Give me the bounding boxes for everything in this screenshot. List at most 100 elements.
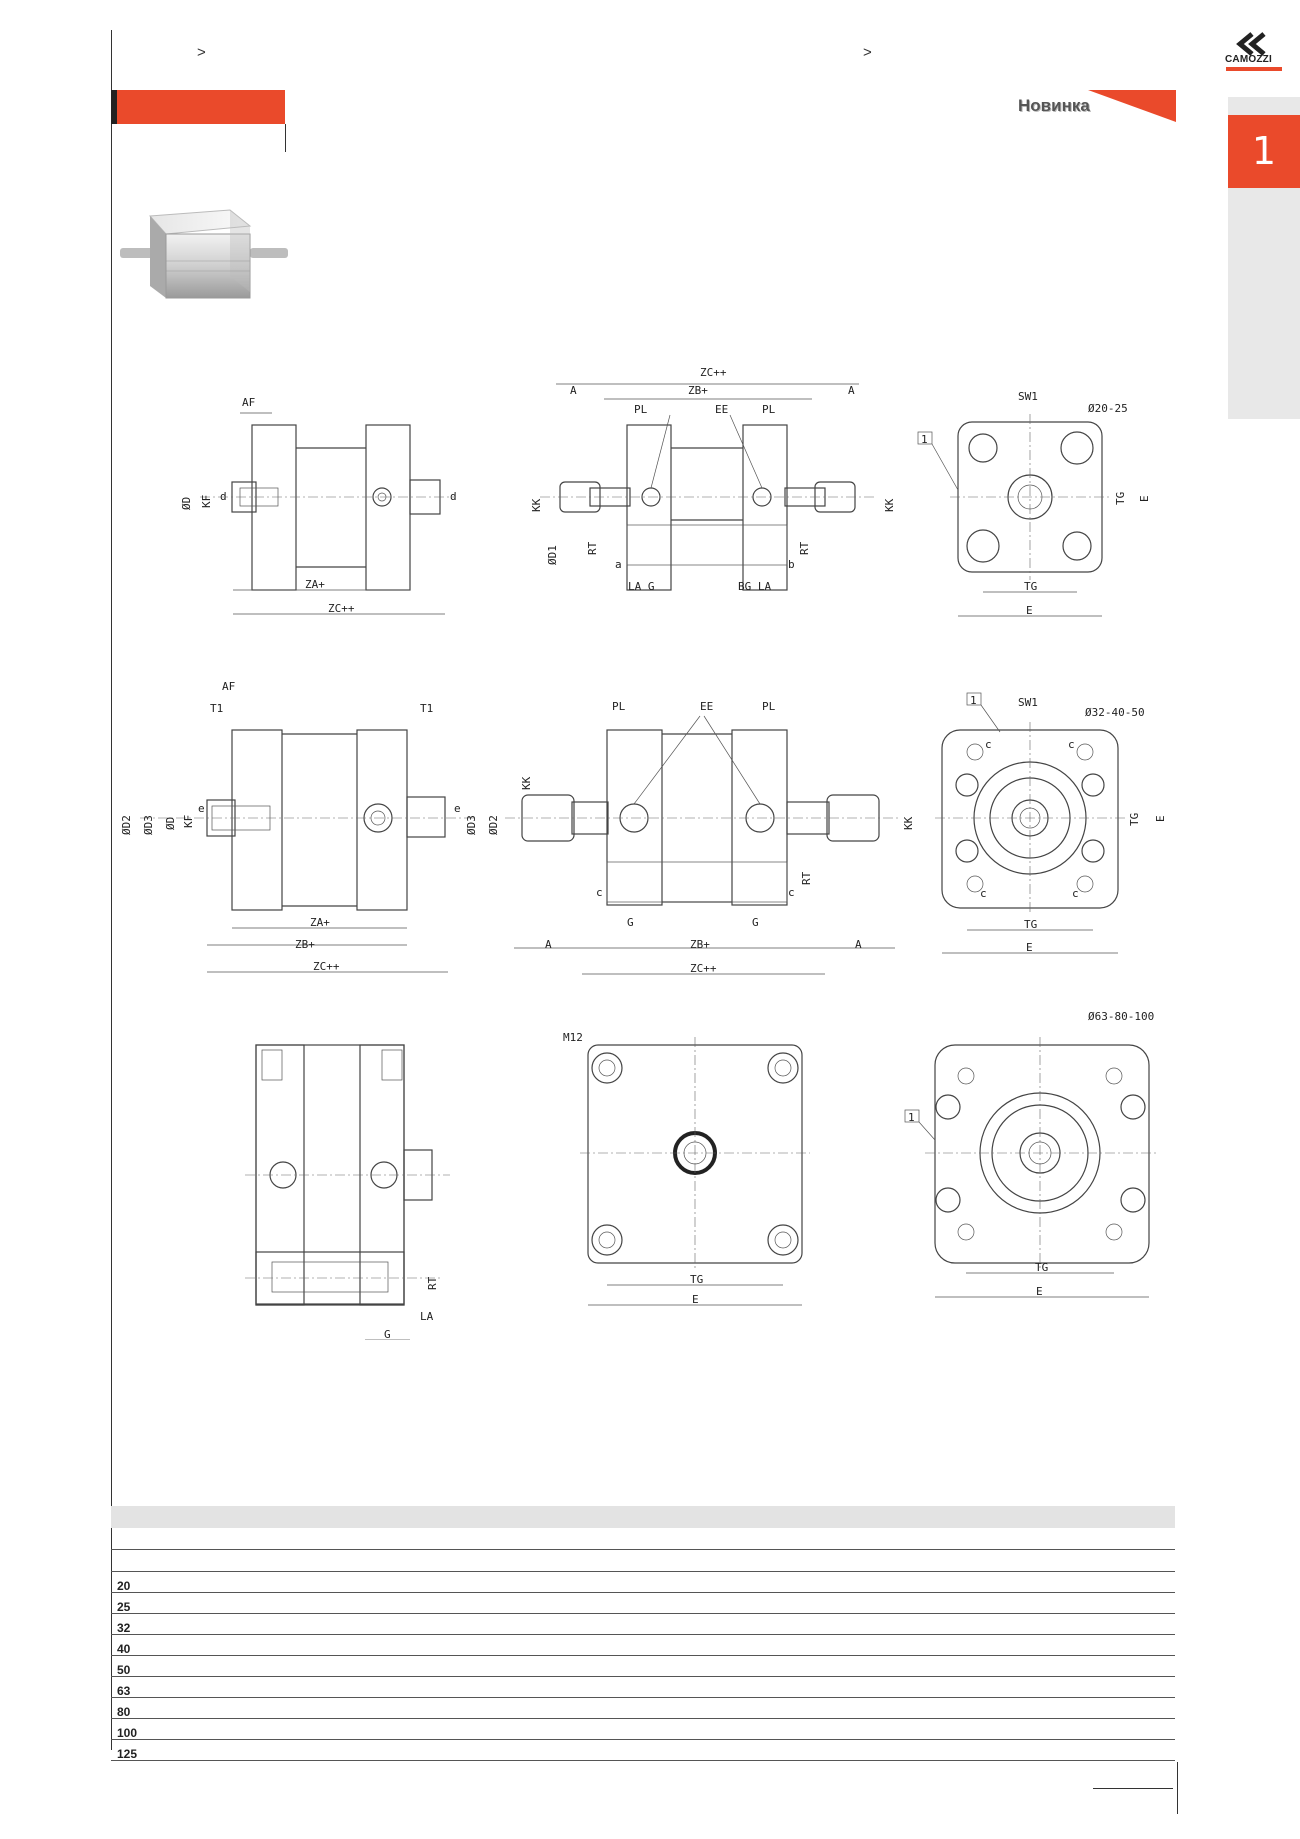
label-d-small-right: d: [450, 490, 457, 503]
label-rt-row2: RT: [800, 871, 813, 885]
label-m12: M12: [563, 1031, 583, 1044]
label-sw1-row2: SW1: [1018, 696, 1038, 709]
table-header-row: [111, 1528, 1175, 1550]
header-divider-line: [285, 124, 286, 152]
label-c-tl: c: [985, 738, 992, 751]
label-kk-left: KK: [530, 498, 543, 512]
callout-1-row2: 1: [970, 694, 977, 707]
label-zc-row2: ZC++: [313, 960, 340, 973]
label-e-row3-end: E: [1036, 1285, 1043, 1298]
technical-drawings: AF ZA+ ZC++ d d ØD KF ZC++ ZB+ A A PL EE…: [120, 366, 1167, 1340]
label-pl-left: PL: [634, 403, 648, 416]
table-row: 100: [111, 1719, 1175, 1740]
label-d3-left: ØD3: [142, 815, 155, 835]
label-b-small: b: [788, 558, 795, 571]
label-kk-left-row2: KK: [520, 776, 533, 790]
label-a-right-row2: A: [855, 938, 862, 951]
label-d2-right: ØD2: [487, 815, 500, 835]
label-sw1-top: SW1: [1018, 390, 1038, 403]
label-pl-right-row2: PL: [762, 700, 776, 713]
section-title-bar: [111, 90, 285, 124]
left-margin-line: [111, 30, 112, 1750]
label-t1-left: T1: [210, 702, 223, 715]
drawing-end-view-63-100: Ø63-80-100 1 TG E: [904, 1010, 1158, 1298]
brand-underline: [1226, 67, 1282, 71]
label-zb-row2: ZB+: [295, 938, 315, 951]
drawing-side-view-20-25: AF ZA+ ZC++ d d ØD KF: [180, 396, 457, 615]
label-d1: ØD1: [546, 545, 559, 565]
label-a-small: a: [615, 558, 622, 571]
label-g-row3: G: [384, 1328, 391, 1340]
label-pl-right: PL: [762, 403, 776, 416]
label-a-left-row2: A: [545, 938, 552, 951]
label-d-row2: ØD: [164, 817, 177, 830]
label-tg-vertical: TG: [1114, 492, 1127, 505]
label-la-g: LA G: [628, 580, 655, 593]
label-ee: EE: [715, 403, 728, 416]
label-rt-right: RT: [798, 541, 811, 555]
label-d-symbol: ØD: [180, 497, 193, 510]
label-d2-left: ØD2: [120, 815, 133, 835]
callout-1-row3: 1: [908, 1111, 915, 1124]
table-row: 63: [111, 1677, 1175, 1698]
breadcrumb-right[interactable]: >: [863, 44, 872, 61]
label-g-right-row2: G: [752, 916, 759, 929]
label-e-small-left: e: [198, 802, 205, 815]
dimension-table: 20 25 32 40 50 63 80 100 125: [111, 1506, 1175, 1761]
table-row: 20: [111, 1572, 1175, 1593]
product-photo: [120, 209, 288, 299]
table-row: 125: [111, 1740, 1175, 1761]
label-dia-20-25: Ø20-25: [1088, 402, 1128, 415]
label-rt-row3: RT: [426, 1276, 439, 1290]
label-tg-row3-end: TG: [1035, 1261, 1048, 1274]
new-badge-label: Новинка: [1018, 96, 1090, 115]
label-tg-vertical-row2: TG: [1128, 813, 1141, 826]
footer-right-line: [1177, 1762, 1178, 1814]
label-kk-right: KK: [883, 498, 896, 512]
label-e-vertical: E: [1138, 495, 1151, 502]
table-row: 25: [111, 1593, 1175, 1614]
label-rt-left: RT: [586, 541, 599, 555]
label-t1-right: T1: [420, 702, 433, 715]
label-a-right: A: [848, 384, 855, 397]
footer-line: [1093, 1788, 1173, 1789]
label-e-row3: E: [692, 1293, 699, 1306]
camozzi-logo-icon: [1236, 32, 1266, 56]
label-c-tr: c: [1068, 738, 1075, 751]
breadcrumb-left[interactable]: >: [197, 44, 206, 61]
label-e-row2: E: [1026, 941, 1033, 954]
label-a-left: A: [570, 384, 577, 397]
table-header-bar: [111, 1506, 1175, 1528]
label-e: E: [1026, 604, 1033, 617]
label-kk-right-row2: KK: [902, 816, 915, 830]
drawing-side-section-63-100: G LA RT: [245, 1044, 450, 1340]
table-row: 50: [111, 1656, 1175, 1677]
label-la-row3: LA: [420, 1310, 434, 1323]
label-dia-63-80-100: Ø63-80-100: [1088, 1010, 1154, 1023]
label-kf-row2: KF: [182, 815, 195, 828]
label-g-left-row2: G: [627, 916, 634, 929]
label-tg-row2: TG: [1024, 918, 1037, 931]
label-c-bl: c: [980, 887, 987, 900]
label-e-small-right: e: [454, 802, 461, 815]
table-row: 32: [111, 1614, 1175, 1635]
table-subheader-row: [111, 1550, 1175, 1572]
drawing-side-view-32-50: AF T1 T1 ZA+ ZB+ ZC++ e e ØD2 ØD3 ØD KF …: [120, 680, 500, 973]
new-badge-triangle: [1088, 90, 1176, 122]
label-za-row2: ZA+: [310, 916, 330, 929]
drawing-front-view-63-100: M12 TG E: [563, 1031, 810, 1306]
label-kf: KF: [200, 495, 213, 508]
drawing-section-view-32-50: PL EE PL G G A ZB+ A ZC++ c c KK KK RT: [505, 700, 915, 975]
drawing-end-view-32-50: SW1 Ø32-40-50 1 TG E c c c c TG E: [935, 692, 1167, 954]
label-af-row2: AF: [222, 680, 235, 693]
label-d-small: d: [220, 490, 227, 503]
label-pl-left-row2: PL: [612, 700, 626, 713]
drawing-section-view-20-25: ZC++ ZB+ A A PL EE PL KK KK ØD1 RT RT LA…: [530, 366, 896, 593]
label-dia-32-40-50: Ø32-40-50: [1085, 706, 1145, 719]
label-tg-row3: TG: [690, 1273, 703, 1286]
label-d3-right: ØD3: [465, 815, 478, 835]
label-zc-top: ZC++: [700, 366, 727, 379]
table-row: 40: [111, 1635, 1175, 1656]
drawing-end-view-20-25: SW1 Ø20-25 TG E 1 TG E: [917, 390, 1151, 617]
section-tab[interactable]: 1: [1228, 115, 1300, 188]
